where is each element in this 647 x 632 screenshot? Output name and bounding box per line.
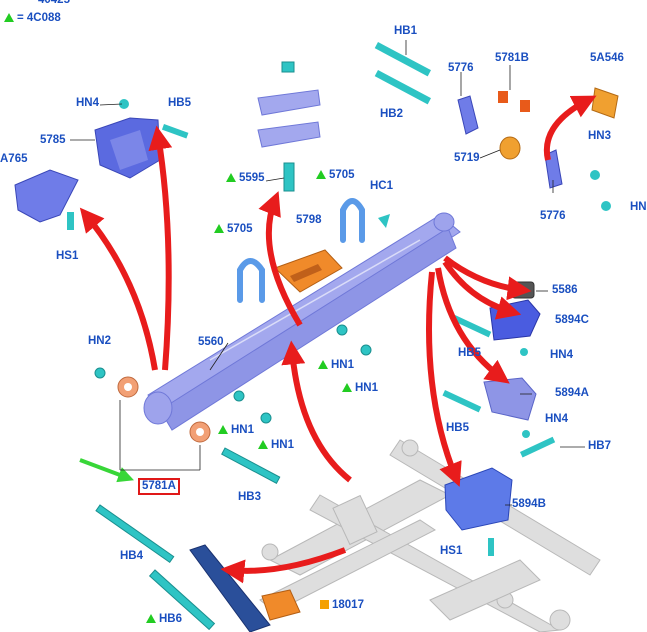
- leaf-spring-5560: [143, 212, 461, 431]
- spring-plate-5798: [274, 249, 343, 293]
- callout-5781b[interactable]: 5781B: [495, 52, 529, 64]
- callout-hn2[interactable]: HN2: [88, 335, 112, 347]
- callout-hn-right[interactable]: HN: [630, 201, 647, 213]
- green-pointer-arrow: [79, 458, 134, 483]
- callout-hb5-mid[interactable]: HB5: [458, 347, 482, 359]
- green-triangle-icon: [316, 170, 326, 179]
- callout-5586[interactable]: 5586: [552, 284, 578, 296]
- callout-5776-top[interactable]: 5776: [448, 62, 474, 74]
- callout-5705-lower-text: 5705: [227, 223, 253, 235]
- u-bolts-5705: [237, 198, 365, 303]
- callout-5705-lower[interactable]: 5705: [214, 223, 253, 236]
- callout-hb3[interactable]: HB3: [238, 491, 262, 503]
- callout-5560[interactable]: 5560: [198, 336, 224, 348]
- callout-hn1-d[interactable]: HN1: [258, 439, 294, 452]
- callout-hn1-b-text: HN1: [355, 382, 379, 394]
- callout-hb4[interactable]: HB4: [120, 550, 144, 562]
- callout-hs1-low[interactable]: HS1: [440, 545, 463, 557]
- callout-5798[interactable]: 5798: [296, 214, 322, 226]
- legend-line-2-text: = 4C088: [17, 12, 61, 24]
- callout-hb1[interactable]: HB1: [394, 25, 418, 37]
- callout-5781a-selected[interactable]: 5781A: [138, 478, 180, 495]
- callout-hb5-low[interactable]: HB5: [446, 422, 470, 434]
- green-triangle-icon: [318, 360, 328, 369]
- callout-hc1[interactable]: HC1: [370, 180, 394, 192]
- bracket-5785: [94, 99, 189, 179]
- bolts-lower: [94, 324, 372, 631]
- leader-lines: [70, 40, 585, 506]
- axle-frame: [259, 439, 601, 632]
- callout-5595[interactable]: 5595: [226, 172, 265, 185]
- callout-hn1-a[interactable]: HN1: [318, 359, 354, 372]
- shackle-assembly: [374, 42, 619, 211]
- pads-5595: [257, 61, 321, 192]
- callout-a765[interactable]: A765: [0, 153, 28, 165]
- legend-line-1: 40425: [38, 0, 70, 6]
- callout-hn1-c-text: HN1: [231, 424, 255, 436]
- callout-5595-text: 5595: [239, 172, 265, 184]
- callout-hn1-d-text: HN1: [271, 439, 295, 451]
- callout-5719[interactable]: 5719: [454, 152, 480, 164]
- callout-hn4-mid[interactable]: HN4: [550, 349, 574, 361]
- callout-hn1-c[interactable]: HN1: [218, 424, 254, 437]
- callout-hn4-top[interactable]: HN4: [76, 97, 100, 109]
- callout-5a546[interactable]: 5A546: [590, 52, 624, 64]
- callout-hn4-low[interactable]: HN4: [545, 413, 569, 425]
- callout-5894b[interactable]: 5894B: [512, 498, 546, 510]
- callout-18017[interactable]: 18017: [320, 599, 364, 612]
- callout-5785[interactable]: 5785: [40, 134, 66, 146]
- green-triangle-icon: [4, 13, 14, 22]
- callout-hn3[interactable]: HN3: [588, 130, 612, 142]
- red-arrows: [79, 95, 597, 584]
- callout-5705-upper[interactable]: 5705: [316, 169, 355, 182]
- bracket-5894a: [442, 377, 537, 438]
- green-triangle-icon: [214, 224, 224, 233]
- green-triangle-icon: [342, 383, 352, 392]
- clip-hc1: [378, 214, 390, 228]
- green-triangle-icon: [218, 425, 228, 434]
- callout-5894a[interactable]: 5894A: [555, 387, 589, 399]
- callout-hb5-top[interactable]: HB5: [168, 97, 192, 109]
- callout-hb6[interactable]: HB6: [146, 613, 182, 626]
- callout-hs1-left[interactable]: HS1: [56, 250, 79, 262]
- callout-hb2[interactable]: HB2: [380, 108, 404, 120]
- callout-5776-bottom[interactable]: 5776: [540, 210, 566, 222]
- green-triangle-icon: [146, 614, 156, 623]
- bracket-5894b: [444, 436, 556, 556]
- callout-hb7[interactable]: HB7: [588, 440, 612, 452]
- orange-square-icon: [320, 600, 329, 609]
- callout-hn1-a-text: HN1: [331, 359, 355, 371]
- callout-18017-text: 18017: [332, 599, 364, 611]
- green-triangle-icon: [258, 440, 268, 449]
- legend-line-2: = 4C088: [4, 12, 61, 24]
- callout-hn1-b[interactable]: HN1: [342, 382, 378, 395]
- shock-absorber: [189, 544, 301, 632]
- green-triangle-icon: [226, 173, 236, 182]
- callout-hb6-text: HB6: [159, 613, 183, 625]
- bushings-5781a: [117, 376, 211, 443]
- callout-5705-upper-text: 5705: [329, 169, 355, 181]
- callout-5894c[interactable]: 5894C: [555, 314, 589, 326]
- bracket-a765: [14, 169, 79, 230]
